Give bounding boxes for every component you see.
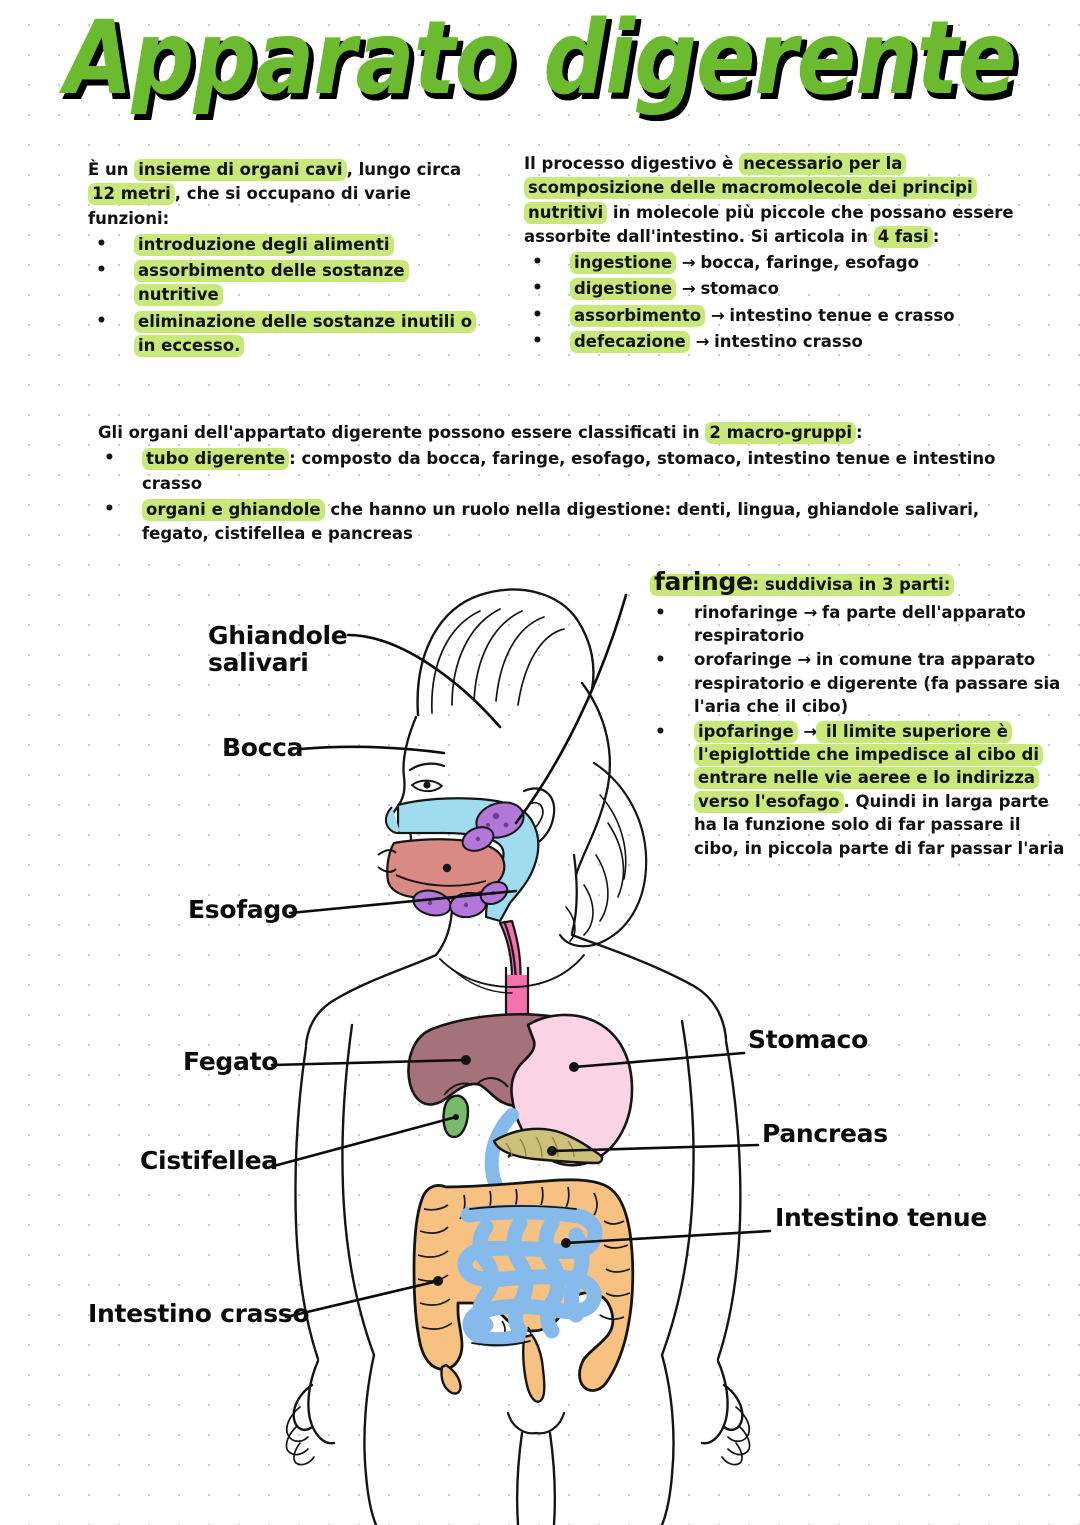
- intro-left-bullet-list: introduzione degli alimenti assorbimento…: [88, 232, 488, 359]
- leader-stomaco: [572, 1051, 746, 1069]
- intro-right-text-b: in molecole più piccole che possano esse…: [524, 202, 1014, 246]
- list-item: ingestione → bocca, faringe, esofago: [524, 250, 1034, 275]
- macro-lead-paragraph: Gli organi dell'appartato digerente poss…: [98, 421, 1038, 445]
- leader-bocca: [298, 745, 446, 755]
- leader-lines: [268, 593, 772, 1319]
- salivary-glands: [412, 801, 525, 919]
- label-esofago: Esofago: [188, 895, 298, 924]
- intro-right-highlight-2: 4 fasi: [873, 225, 933, 248]
- phase-name-0: ingestione: [570, 252, 677, 274]
- list-item: eliminazione delle sostanze inutili o in…: [88, 309, 488, 359]
- list-item: orofaringe → in comune tra apparato resp…: [650, 648, 1070, 718]
- macro-lead-b: :: [856, 423, 863, 442]
- page-title-text: Apparato digerente: [64, 0, 1016, 118]
- intro-left-text-b: , lungo circa: [346, 160, 462, 179]
- intro-left-bullet-3: eliminazione delle sostanze inutili o in…: [134, 310, 477, 357]
- small-intestine: [457, 1204, 603, 1348]
- list-item: digestione → stomaco: [524, 276, 1034, 301]
- label-pancreas: Pancreas: [762, 1119, 888, 1148]
- anatomy-svg: [268, 588, 772, 1525]
- list-item: assorbimento → intestino tenue e crasso: [524, 302, 1034, 328]
- faringe-heading-sub: : suddivisa in 3 parti:: [752, 575, 951, 594]
- list-item: ipofaringe → il limite superiore è l'epi…: [650, 720, 1070, 861]
- faringe-part-2-name: ipofaringe: [694, 720, 798, 743]
- macro-groups-block: Gli organi dell'appartato digerente poss…: [98, 421, 1038, 548]
- phase-target-3: intestino crasso: [714, 331, 863, 351]
- arrow-icon: →: [797, 650, 811, 670]
- intro-left-text-c: , che si occupano di varie funzioni:: [88, 184, 411, 228]
- leader-pancreas: [550, 1143, 760, 1153]
- faringe-parts-list: rinofaringe → fa parte dell'apparato res…: [650, 601, 1070, 861]
- arrow-icon: →: [681, 279, 696, 299]
- macro-group-1-name: tubo digerente: [142, 448, 290, 471]
- intro-left-bullet-2: assorbimento delle sostanze nutritive: [134, 260, 409, 307]
- leader-faringe: [514, 593, 628, 825]
- faringe-heading-highlight: faringe: suddivisa in 3 parti:: [650, 567, 955, 596]
- page-title: Apparato digerente: [0, 8, 1080, 109]
- arrow-icon: →: [803, 602, 817, 622]
- label-ghiandole-salivari: Ghiandole salivari: [208, 621, 348, 677]
- label-intestino-crasso: Intestino crasso: [88, 1299, 310, 1328]
- list-item: assorbimento delle sostanze nutritive: [88, 258, 488, 308]
- macro-groups-list: tubo digerente: composto da bocca, farin…: [98, 446, 1038, 547]
- intro-left-bullet-1: introduzione degli alimenti: [134, 233, 394, 256]
- list-item: introduzione degli alimenti: [88, 232, 488, 257]
- intro-left-highlight-2: 12 metri: [88, 183, 175, 206]
- arrow-icon: →: [695, 331, 710, 351]
- faringe-callout-block: faringe: suddivisa in 3 parti: rinofarin…: [650, 566, 1070, 861]
- phase-target-2: intestino tenue e crasso: [729, 305, 955, 325]
- leader-esofago: [288, 889, 518, 915]
- intro-left-highlight-1: insieme di organi cavi: [134, 159, 347, 181]
- label-fegato: Fegato: [183, 1047, 279, 1076]
- leader-fegato: [270, 1058, 468, 1067]
- phase-target-0: bocca, faringe, esofago: [700, 253, 919, 272]
- pancreas-texture: [505, 1136, 575, 1158]
- intro-left-paragraph: È un insieme di organi cavi, lungo circa…: [88, 158, 488, 231]
- faringe-part-1-text: in comune tra apparato respiratorio e di…: [694, 650, 1061, 717]
- small-intestine-outline: [469, 1205, 577, 1347]
- faringe-part-0-name: rinofaringe: [694, 602, 798, 622]
- label-stomaco: Stomaco: [748, 1025, 868, 1054]
- stomach: [507, 1013, 634, 1167]
- label-cistifellea: Cistifellea: [140, 1146, 278, 1175]
- faringe-heading-word: faringe: [654, 567, 753, 596]
- macro-lead-a: Gli organi dell'appartato digerente poss…: [98, 423, 706, 442]
- intro-right-text-c: :: [932, 226, 940, 246]
- intro-right-paragraph: Il processo digestivo è necessario per l…: [524, 152, 1034, 249]
- arrow-icon: →: [710, 305, 725, 325]
- leader-intestino-crasso: [284, 1279, 440, 1319]
- digestion-phases-list: ingestione → bocca, faringe, esofago dig…: [524, 250, 1034, 354]
- faringe-part-2-text-tail: . Quindi in larga parte ha la funzione s…: [694, 791, 1065, 858]
- label-intestino-tenue: Intestino tenue: [775, 1203, 988, 1232]
- list-item: rinofaringe → fa parte dell'apparato res…: [650, 601, 1070, 648]
- faringe-part-0-text: fa parte dell'apparato respiratorio: [694, 602, 1026, 645]
- digestive-system-illustration: [0, 555, 1080, 1525]
- macro-group-2-name: organi e ghiandole: [142, 498, 325, 521]
- macro-group-2-desc: che hanno un ruolo nella digestione: den…: [142, 499, 980, 543]
- body-outline: [285, 933, 751, 1525]
- intro-left-block: È un insieme di organi cavi, lungo circa…: [88, 158, 488, 360]
- phase-name-1: digestione: [570, 278, 677, 301]
- intro-right-text-a: Il processo digestivo è: [524, 154, 740, 173]
- arrow-icon: →: [803, 721, 817, 741]
- pancreas: [492, 1127, 604, 1165]
- leader-intestino-tenue: [564, 1229, 772, 1245]
- list-item: organi e ghiandole che hanno un ruolo ne…: [98, 497, 1038, 547]
- leader-ghiandole-salivari: [346, 633, 502, 729]
- intro-left-text-a: È un: [88, 160, 135, 179]
- macro-group-1-desc: : composto da bocca, faringe, esofago, s…: [142, 449, 996, 493]
- phase-target-1: stomaco: [700, 279, 779, 299]
- list-item: defecazione → intestino crasso: [524, 329, 1034, 354]
- intro-right-block: Il processo digestivo è necessario per l…: [524, 152, 1034, 356]
- faringe-heading: faringe: suddivisa in 3 parti:: [650, 566, 1070, 599]
- phase-name-3: defecazione: [570, 330, 690, 353]
- arrow-icon: →: [681, 253, 696, 272]
- label-bocca: Bocca: [222, 733, 304, 762]
- leader-cistifellea: [268, 1115, 458, 1169]
- phase-name-2: assorbimento: [570, 304, 706, 327]
- macro-lead-highlight: 2 macro-gruppi: [705, 422, 857, 444]
- faringe-part-1-name: orofaringe: [694, 650, 792, 670]
- list-item: tubo digerente: composto da bocca, farin…: [98, 446, 1038, 496]
